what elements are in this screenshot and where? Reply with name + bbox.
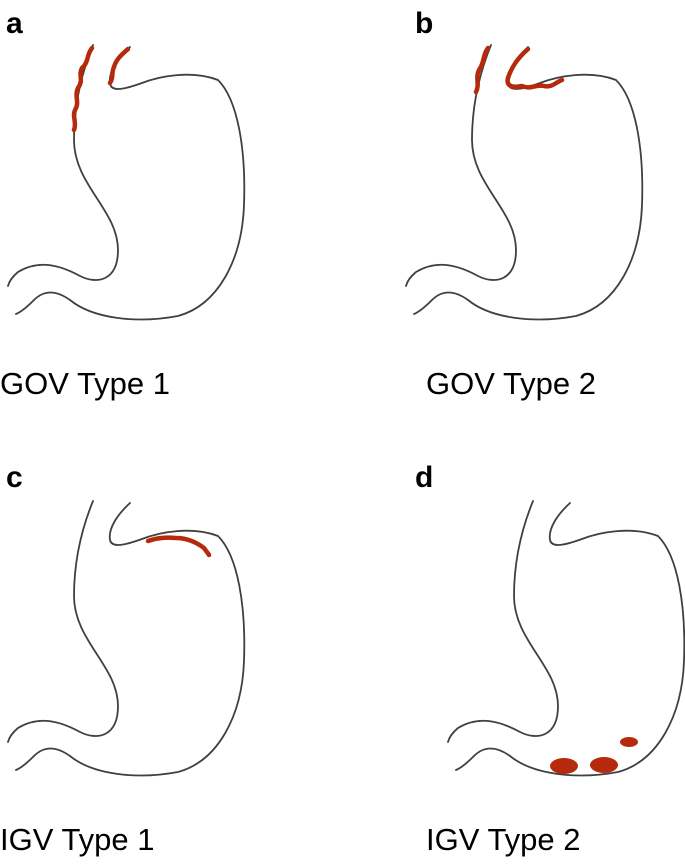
- panel-a: a GOV Type 1: [0, 7, 246, 401]
- caption-a: GOV Type 1: [0, 366, 170, 401]
- varix-ectopic-d-2: [590, 757, 618, 773]
- panel-b: b GOV Type 2: [405, 7, 644, 401]
- panel-d: d IGV Type 2: [415, 461, 685, 857]
- stomach-outline-a: [7, 44, 246, 321]
- varix-ectopic-d-3: [620, 737, 638, 747]
- varix-esophageal-b: [473, 45, 491, 95]
- caption-d: IGV Type 2: [426, 822, 581, 857]
- panel-letter-b: b: [415, 7, 433, 40]
- varix-cardia-b: [505, 46, 565, 90]
- stomach-outline-d: [447, 500, 685, 777]
- panel-letter-d: d: [415, 461, 433, 494]
- varix-lesser-a: [107, 46, 131, 86]
- panel-letter-a: a: [6, 7, 23, 40]
- varix-ectopic-d-1: [550, 758, 578, 774]
- panel-letter-c: c: [6, 461, 23, 494]
- varix-fundal-c: [145, 535, 212, 558]
- caption-b: GOV Type 2: [426, 366, 596, 401]
- panel-c: c IGV Type 1: [0, 461, 246, 857]
- varix-esophageal-a: [71, 45, 95, 133]
- caption-c: IGV Type 1: [0, 822, 155, 857]
- stomach-outline-c: [7, 500, 246, 777]
